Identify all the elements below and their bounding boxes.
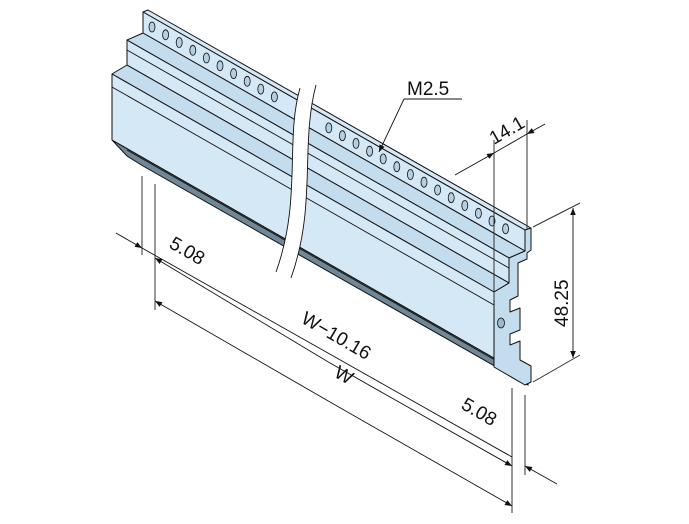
inner-width-dimension-line [329,362,513,467]
tapped-hole [243,75,251,87]
tapped-hole [216,60,224,72]
tapped-hole [352,137,360,149]
tapped-hole [338,130,346,142]
break-line [290,84,317,279]
thread-label: M2.5 [407,79,449,100]
inner-width-dimension-line [154,257,331,364]
tapped-hole [162,29,170,41]
break-gap [276,85,316,278]
tapped-hole [202,52,210,64]
depth-label: 14.1 [486,113,529,150]
tapped-hole [474,207,482,219]
tapped-hole [502,223,510,235]
rail-end-profile [493,227,532,386]
width-dimension-line [329,401,513,507]
height-label: 48.25 [552,279,573,327]
tapped-hole [447,192,455,204]
tapped-hole [461,200,469,211]
right-offset-dimension-line [524,465,558,485]
tapped-hole [420,176,428,188]
rail-groove-line [126,149,510,369]
thread-leader [378,98,405,153]
rail-groove-line [126,49,510,269]
tapped-hole [270,91,278,103]
tapped-hole [148,21,156,33]
left-offset-dimension-line [115,232,143,249]
width-dimension-line [154,300,331,403]
tapped-hole [175,37,183,48]
tapped-hole [434,184,442,196]
inner-width-label: W−10.16 [298,308,375,364]
tapped-hole [257,83,265,95]
height-extension-line [532,202,581,228]
depth-dimension-line [454,152,495,176]
end-hole [497,317,505,329]
tapped-hole [366,145,374,157]
depth-dimension-line [526,123,546,135]
rail-body [111,9,532,386]
tapped-hole [189,44,197,56]
tapped-hole [230,68,238,79]
tapped-hole [393,161,401,173]
tapped-hole [325,122,333,134]
tapped-hole [406,169,414,180]
inner-width-dimension-line [141,247,513,458]
width-label: W [331,362,357,389]
break-line [275,87,301,273]
right-offset-label: 5.08 [458,394,501,431]
tapped-hole [379,153,387,165]
depth-dimension-line [493,133,528,154]
tapped-holes [148,21,510,235]
height-extension-line [532,354,581,383]
left-offset-label: 5.08 [166,233,209,270]
